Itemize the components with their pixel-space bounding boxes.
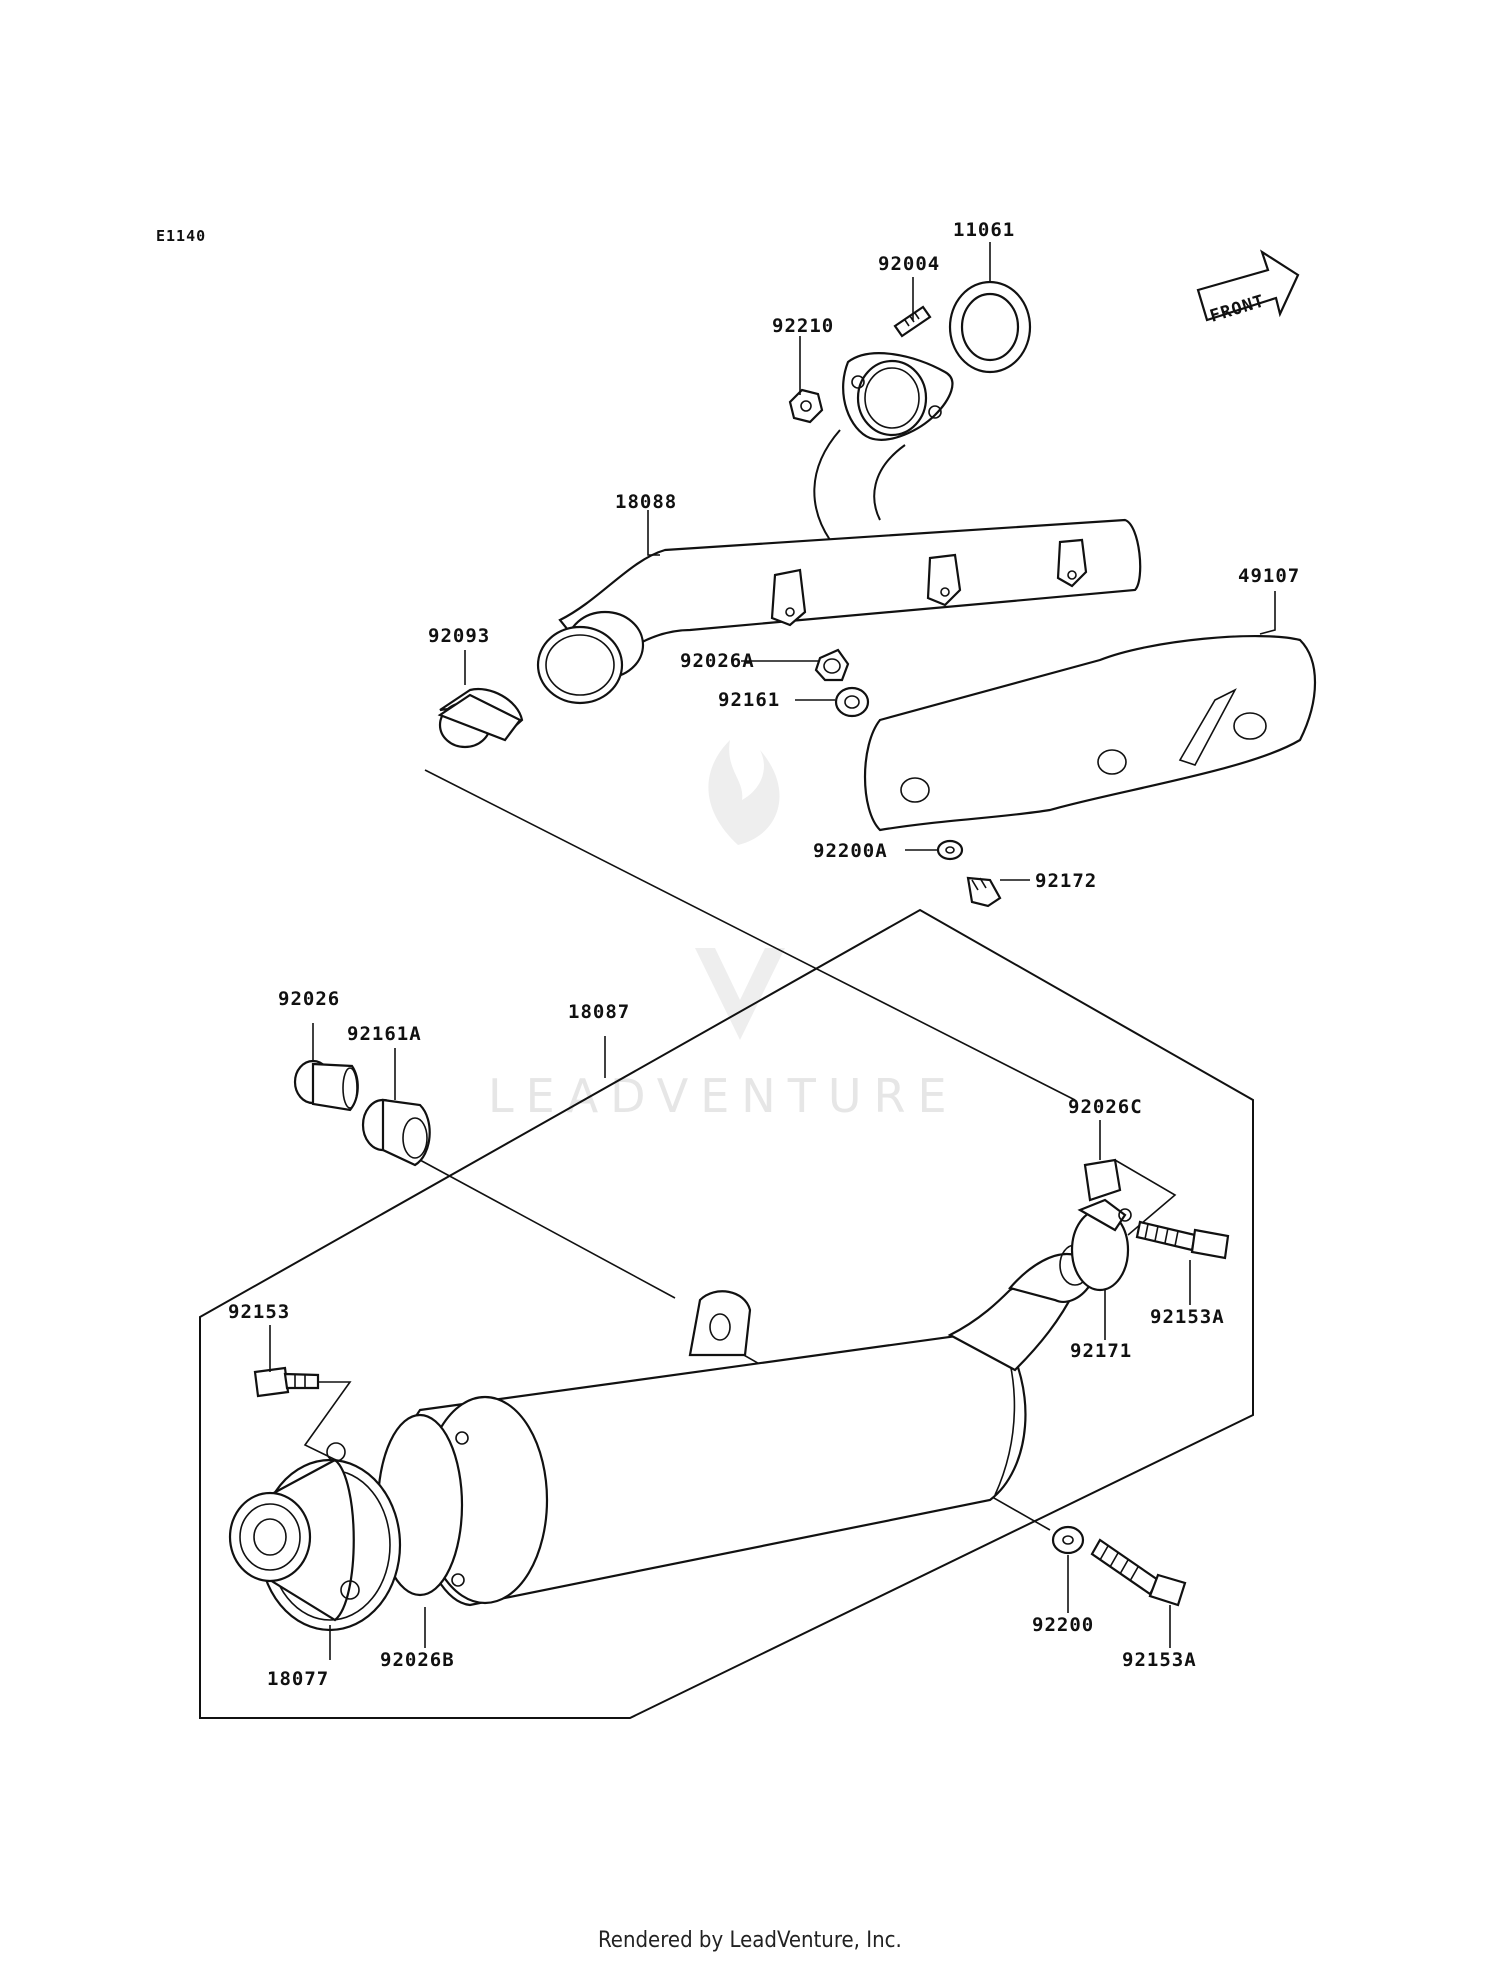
part-label-92026A[interactable]: 92026A bbox=[680, 650, 755, 672]
nut-92210 bbox=[788, 388, 824, 424]
part-label-92161A[interactable]: 92161A bbox=[347, 1023, 422, 1045]
gasket-ring-11061 bbox=[948, 280, 1032, 374]
bolt-92153 bbox=[253, 1366, 320, 1398]
damper-92161A bbox=[361, 1098, 431, 1167]
washer-92200 bbox=[1051, 1525, 1085, 1555]
collar-92026 bbox=[293, 1059, 359, 1112]
part-label-18087[interactable]: 18087 bbox=[568, 1001, 630, 1023]
part-label-18088[interactable]: 18088 bbox=[615, 491, 677, 513]
heat-guard-49107 bbox=[863, 634, 1316, 832]
part-label-92153[interactable]: 92153 bbox=[228, 1301, 290, 1323]
part-label-18077[interactable]: 18077 bbox=[267, 1668, 329, 1690]
diagram-code: E1140 bbox=[156, 227, 206, 245]
part-label-92026B[interactable]: 92026B bbox=[380, 1649, 455, 1671]
part-label-92210[interactable]: 92210 bbox=[772, 315, 834, 337]
part-label-92026[interactable]: 92026 bbox=[278, 988, 340, 1010]
part-label-92200A[interactable]: 92200A bbox=[813, 840, 888, 862]
leadventure-watermark: LEADVENTURE bbox=[488, 740, 959, 1123]
collar-92026A bbox=[814, 648, 850, 682]
part-label-92161[interactable]: 92161 bbox=[718, 689, 780, 711]
clamp-92171 bbox=[1070, 1198, 1132, 1292]
bolt-92153A-lower bbox=[1090, 1538, 1187, 1607]
front-direction-arrow: FRONT bbox=[1196, 249, 1300, 327]
bolt-92153A-upper bbox=[1135, 1220, 1230, 1260]
damper-92161 bbox=[834, 686, 870, 718]
guide-line-mount bbox=[419, 1159, 676, 1299]
guide-line-bolt bbox=[303, 1381, 352, 1463]
guide-line-upper bbox=[424, 769, 1076, 1101]
part-label-11061[interactable]: 11061 bbox=[953, 219, 1015, 241]
part-label-49107[interactable]: 49107 bbox=[1238, 565, 1300, 587]
assembly-outline-18087 bbox=[199, 908, 1254, 1719]
pipe-sleeve-92093 bbox=[437, 687, 524, 749]
screw-92172 bbox=[966, 876, 1002, 908]
part-label-92004[interactable]: 92004 bbox=[878, 253, 940, 275]
part-label-92153A-lower[interactable]: 92153A bbox=[1122, 1649, 1197, 1671]
part-label-92153A-upper[interactable]: 92153A bbox=[1150, 1306, 1225, 1328]
leader-lines bbox=[269, 242, 1276, 1660]
part-label-92171[interactable]: 92171 bbox=[1070, 1340, 1132, 1362]
part-label-92200[interactable]: 92200 bbox=[1032, 1614, 1094, 1636]
part-label-92172[interactable]: 92172 bbox=[1035, 870, 1097, 892]
watermark-text: LEADVENTURE bbox=[488, 1069, 959, 1123]
muffler-18087 bbox=[228, 1244, 1092, 1632]
footer-credit: Rendered by LeadVenture, Inc. bbox=[598, 1928, 902, 1953]
header-pipe-18088 bbox=[536, 352, 1142, 705]
part-label-92093[interactable]: 92093 bbox=[428, 625, 490, 647]
collar-92026C bbox=[1083, 1158, 1122, 1202]
guide-line-collar bbox=[1114, 1159, 1177, 1236]
part-label-92026C[interactable]: 92026C bbox=[1068, 1096, 1143, 1118]
washer-92200A bbox=[936, 839, 964, 861]
